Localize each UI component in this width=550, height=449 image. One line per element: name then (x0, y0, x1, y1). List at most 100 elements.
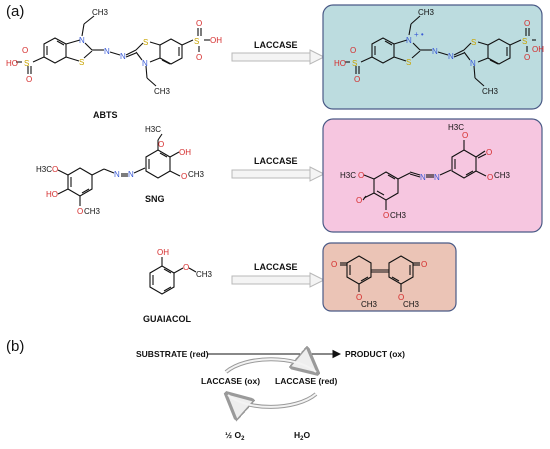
atom-h3c: H3C (340, 171, 356, 180)
guaiacol-product-structure (340, 255, 420, 292)
cycle-substrate: SUBSTRATE (red) (136, 349, 209, 359)
cycle-laccase-red: LACCASE (red) (275, 376, 338, 386)
atom-n: N (120, 52, 126, 61)
atom-n: N (420, 173, 426, 182)
guaiacol-atoms: OH O CH3 (157, 248, 213, 279)
atom-ch3: CH3 (403, 300, 420, 309)
atom-oh: OH (210, 36, 222, 45)
atom-o: O (196, 53, 202, 62)
sng-label: SNG (145, 194, 165, 204)
atom-h3c: H3C (448, 123, 464, 132)
atom-n: N (470, 59, 476, 68)
water-subscript: 2 (300, 436, 304, 442)
water-o: O (303, 430, 310, 440)
atom-o: O (181, 172, 187, 181)
oxygen-text: ½ O (225, 430, 241, 440)
abts-atoms: N S N N S N S O O OH S O O HO CH3 CH3 (6, 8, 222, 96)
radical-charge: + • (414, 30, 424, 39)
laccase-arrow-2: LACCASE (231, 156, 326, 182)
atom-n: N (448, 52, 454, 61)
atom-o: O (487, 173, 493, 182)
cycle-oxygen: ½ O2 (225, 430, 245, 442)
atom-n: N (128, 170, 134, 179)
atom-ch3: CH3 (361, 300, 378, 309)
laccase-label-2: LACCASE (254, 156, 298, 166)
atom-o: O (350, 46, 356, 55)
atom-oh: OH (157, 248, 169, 257)
atom-ch3: CH3 (196, 270, 213, 279)
panel-label-b: (b) (6, 338, 25, 355)
atom-oh: OH (179, 148, 191, 157)
atom-oh: OH (532, 45, 544, 54)
atom-ch3: CH3 (188, 170, 205, 179)
atom-o: O (358, 171, 364, 180)
abts-label: ABTS (93, 110, 118, 120)
abts-radical-atoms: N + • S N N S N S O O OH S O O HO CH3 CH… (334, 8, 544, 96)
atom-s: S (352, 59, 357, 68)
atom-oh: HO (6, 59, 18, 68)
laccase-arrow-1: LACCASE (231, 40, 326, 65)
atom-o: O (524, 19, 530, 28)
atom-o: O (462, 131, 468, 140)
atom-s: S (79, 58, 84, 67)
atom-ch3: CH3 (154, 87, 171, 96)
atom-s: S (471, 38, 476, 47)
atom-s: S (406, 58, 411, 67)
atom-s: S (522, 37, 527, 46)
atom-o: O (196, 19, 202, 28)
atom-n: N (432, 47, 438, 56)
abts-radical-structure (345, 15, 536, 87)
abts-product-box (322, 4, 543, 110)
atom-s: S (143, 38, 148, 47)
atom-ch3: CH3 (390, 211, 407, 220)
atom-s: S (24, 59, 29, 68)
sng-product-structure (362, 140, 487, 210)
sng-structure (57, 133, 181, 206)
laccase-label-1: LACCASE (254, 40, 298, 50)
atom-ch3: CH3 (84, 207, 101, 216)
atom-o: O (524, 53, 530, 62)
atom-o: O (356, 293, 362, 302)
atom-o: O (383, 211, 389, 220)
atom-n: N (104, 47, 110, 56)
atom-o: O (421, 260, 427, 269)
atom-s: S (194, 37, 199, 46)
atom-o: O (52, 165, 58, 174)
atom-n: N (406, 36, 412, 45)
guaiacol-product-atoms: O O O CH3 O CH3 (331, 260, 427, 309)
atom-o: O (158, 140, 164, 149)
atom-n: N (142, 59, 148, 68)
atom-oh: HO (334, 59, 346, 68)
sng-product-atoms: N N O H3C O O CH3 O H3C O O CH3 (340, 123, 511, 220)
water-h: H (294, 430, 300, 440)
atom-o: O (398, 293, 404, 302)
oxygen-subscript: 2 (241, 436, 245, 442)
atom-n: N (114, 170, 120, 179)
atom-o: O (356, 196, 362, 205)
atom-o: O (77, 207, 83, 216)
atom-ch3: CH3 (494, 171, 511, 180)
atom-oh: HO (46, 190, 58, 199)
atom-n: N (434, 173, 440, 182)
atom-o: O (331, 260, 337, 269)
sng-atoms: N N O H3C OH O CH3 O H3C HO O CH3 (36, 125, 205, 216)
atom-ch3: CH3 (92, 8, 109, 17)
atom-o: O (22, 46, 28, 55)
atom-h3c: H3C (145, 125, 161, 134)
cycle-product: PRODUCT (ox) (345, 349, 405, 359)
panel-label-a: (a) (6, 3, 25, 20)
atom-o: O (486, 148, 492, 157)
atom-h3c: H3C (36, 165, 52, 174)
cycle-laccase-ox: LACCASE (ox) (201, 376, 260, 386)
atom-o: O (354, 75, 360, 84)
atom-o: O (183, 263, 189, 272)
atom-ch3: CH3 (418, 8, 435, 17)
catalytic-cycle: SUBSTRATE (red) PRODUCT (ox) LACCASE (ox… (136, 349, 405, 442)
laccase-arrow-3: LACCASE (231, 262, 326, 288)
atom-ch3: CH3 (482, 87, 499, 96)
atom-n: N (79, 36, 85, 45)
abts-structure (16, 15, 210, 87)
cycle-water: H2O (294, 430, 310, 442)
laccase-label-3: LACCASE (254, 262, 298, 272)
